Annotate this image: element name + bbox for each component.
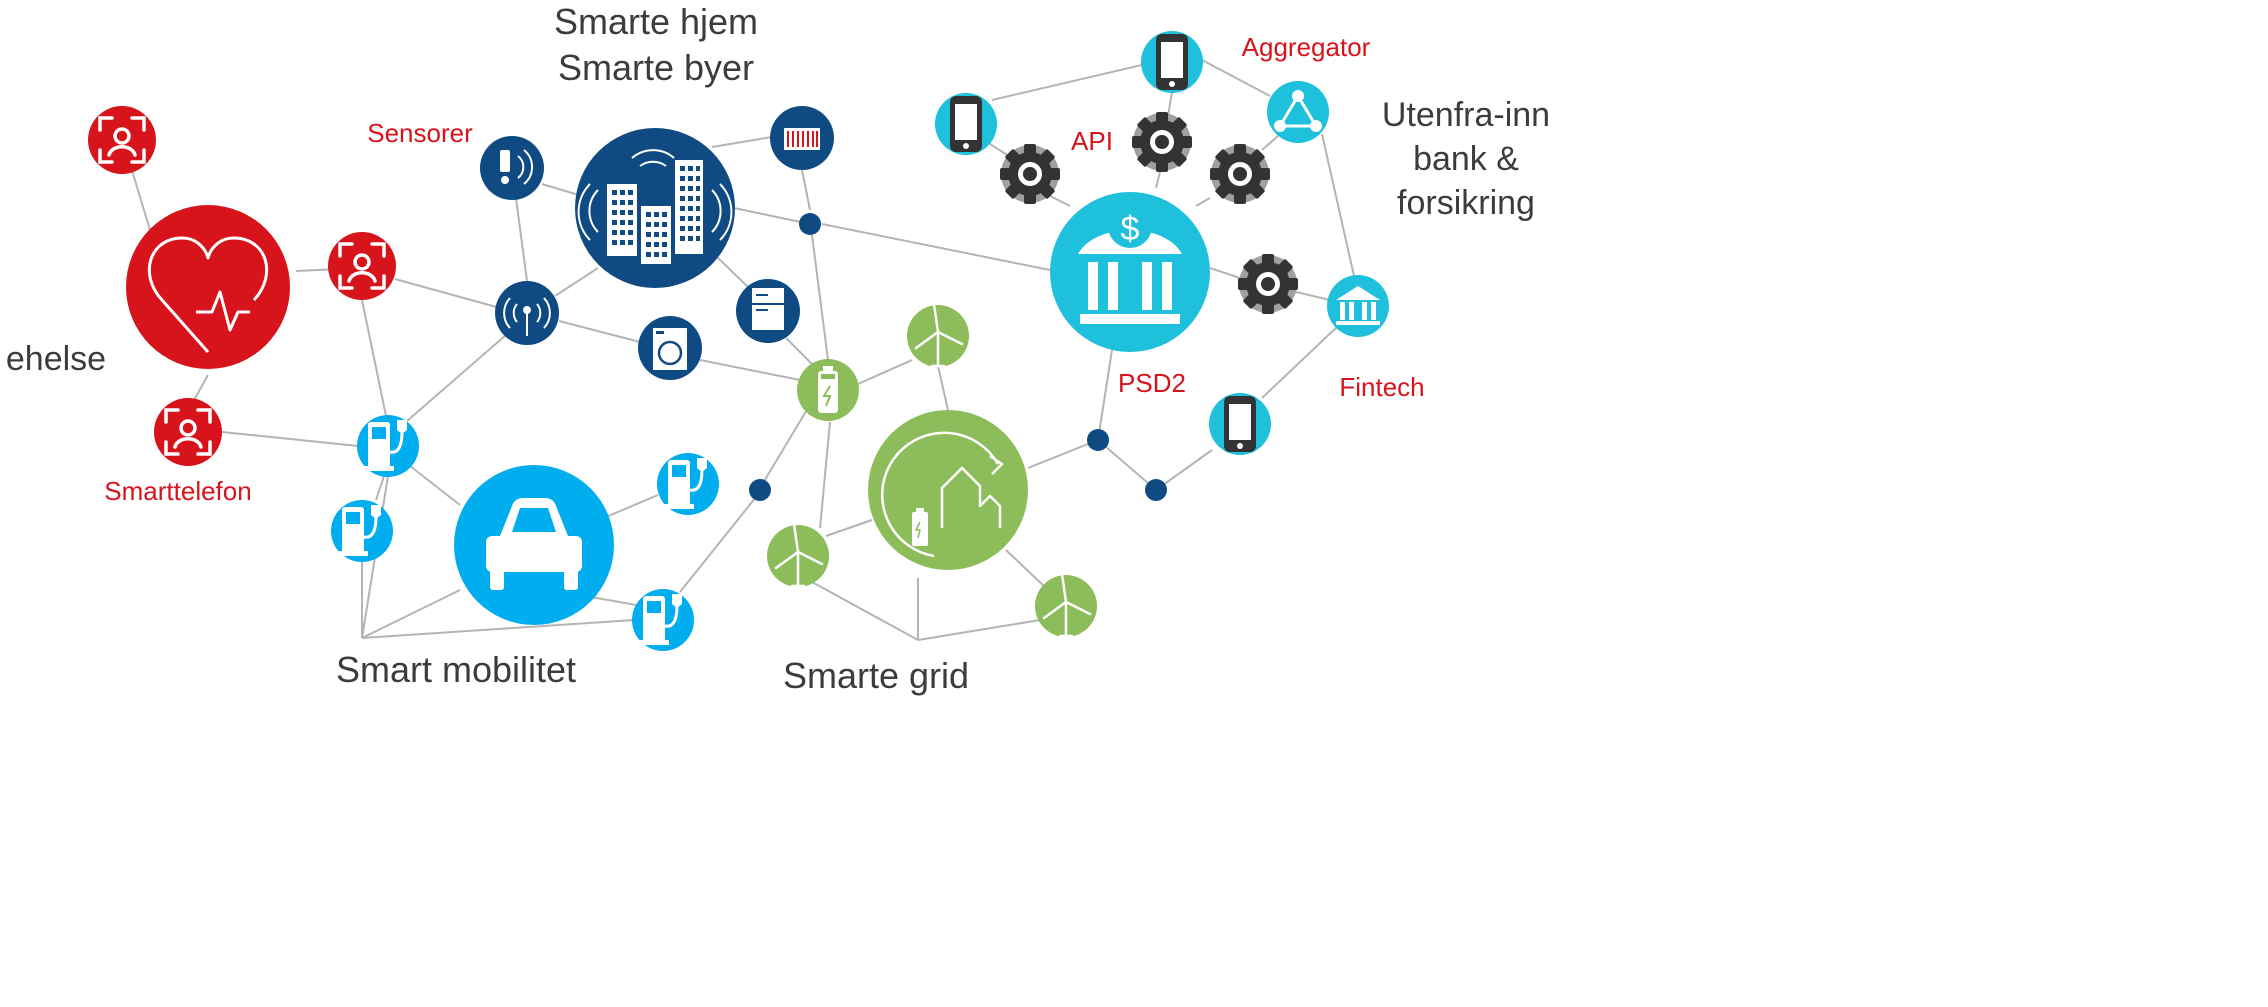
label-api: API (1071, 126, 1113, 156)
smartphone-icon (1156, 34, 1188, 90)
label-fintech: Fintech (1339, 372, 1424, 402)
bank-icon (1336, 286, 1380, 325)
label-outside-in-line2: bank & (1413, 140, 1519, 178)
gear-icon (1238, 254, 1298, 314)
radiator-node (770, 106, 834, 170)
junction-dot (749, 479, 771, 501)
sensor-alert-icon (500, 149, 534, 185)
gear-node (1238, 254, 1298, 314)
smartphone-icon (1224, 396, 1256, 452)
face-scan-node (88, 106, 156, 174)
phone-node (935, 93, 997, 155)
antenna-icon (503, 297, 551, 336)
phone-node (1141, 31, 1203, 93)
label-ehealth: ehelse (6, 340, 106, 378)
smart-city-hub (575, 128, 735, 288)
ev-charger-node (657, 453, 719, 515)
label-smart-cities: Smarte byer (558, 47, 754, 88)
heart-pulse-icon (147, 236, 269, 353)
ehealth-hub (126, 205, 290, 369)
fridge-node (736, 279, 800, 343)
gear-node (1210, 144, 1270, 204)
face-scan-node (328, 232, 396, 300)
washer-node (638, 316, 702, 380)
label-sensors: Sensorer (367, 118, 473, 148)
washing-machine-icon (653, 328, 687, 370)
label-smart-mobility: Smart mobilitet (336, 649, 576, 690)
battery-node (797, 359, 859, 421)
label-psd2: PSD2 (1118, 368, 1186, 398)
bank-hub: $ (1050, 192, 1210, 352)
network-node (1267, 81, 1329, 143)
label-outside-in-line3: forsikring (1397, 184, 1535, 222)
label-smart-grid: Smarte grid (783, 655, 969, 696)
battery-icon (818, 366, 838, 413)
smart-grid-hub (868, 410, 1028, 570)
ev-charger-node (331, 500, 393, 562)
smart-mobility-hub (454, 465, 614, 625)
smart-grid-house-icon (881, 431, 1004, 558)
car-icon (486, 498, 582, 590)
label-aggregator: Aggregator (1242, 32, 1371, 62)
junction-dot (1087, 429, 1109, 451)
bank-small-node (1327, 275, 1389, 337)
bank-icon (1078, 204, 1182, 324)
junction-dot (1145, 479, 1167, 501)
city-buildings-icon (577, 149, 733, 264)
fridge-icon (752, 288, 784, 330)
gear-icon (1000, 144, 1060, 204)
battery-icon (912, 508, 928, 546)
junction-dot (799, 213, 821, 235)
radiator-icon (784, 128, 820, 150)
label-smart-home: Smarte hjem (554, 1, 758, 42)
phone-node (1209, 393, 1271, 455)
wind-turbine-node (907, 302, 969, 368)
face-scan-node (154, 398, 222, 466)
gear-icon (1210, 144, 1270, 204)
antenna-node (495, 281, 559, 345)
wind-turbine-node (1035, 572, 1097, 638)
label-smartphone: Smarttelefon (104, 476, 251, 506)
ev-charger-node (357, 415, 419, 477)
wind-turbine-node (767, 522, 829, 588)
label-outside-in-line1: Utenfra-inn (1382, 96, 1550, 134)
gear-node (1132, 112, 1192, 172)
gear-node (1000, 144, 1060, 204)
dollar-icon: $ (1121, 210, 1140, 248)
sensor-node (480, 136, 544, 200)
junction-dots (749, 213, 1167, 501)
smartphone-icon (950, 96, 982, 152)
network-icon (1277, 93, 1319, 128)
gear-icon (1132, 112, 1192, 172)
ev-charger-node (632, 589, 694, 651)
